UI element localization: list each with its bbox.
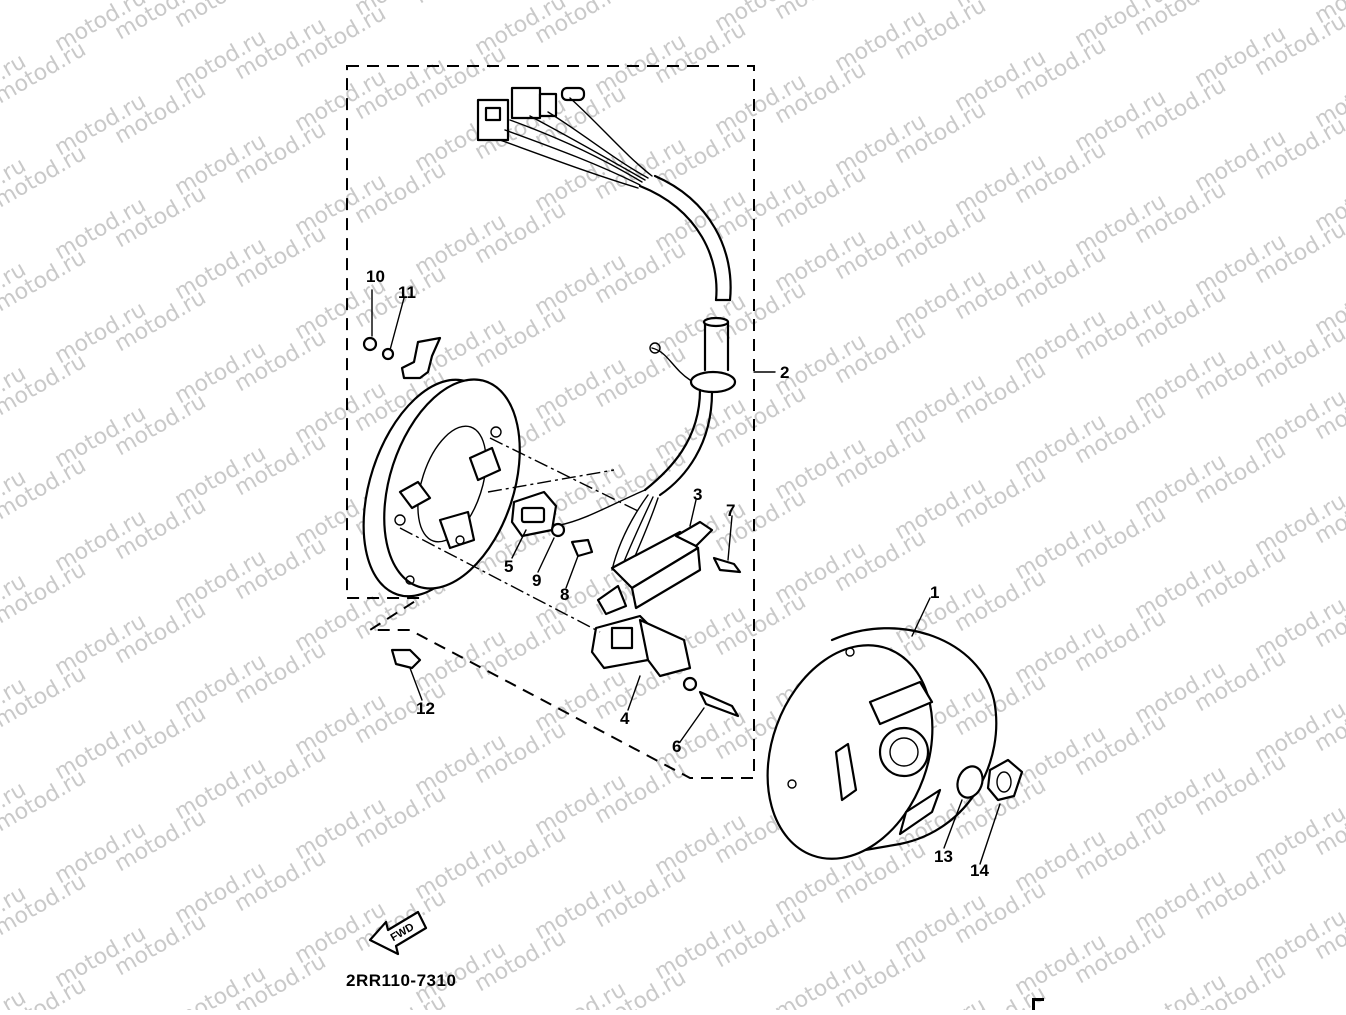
callout-8: 8: [560, 585, 569, 604]
watermark-text: motod.ru: [1011, 0, 1111, 1]
screw-part-8: [572, 540, 592, 556]
flywheel-rotor-part-1: [739, 622, 996, 882]
watermark-text: motod.ru: [771, 0, 871, 25]
clip-part-11: [364, 338, 440, 378]
callout-11: 11: [398, 283, 416, 302]
watermark-text: motod.ru: [351, 989, 451, 1010]
callout-10: 10: [366, 267, 385, 286]
screw-part-12: [392, 650, 420, 668]
callout-13: 13: [934, 847, 953, 866]
screw-part-10: [364, 338, 376, 350]
watermark-text: motod.ru: [891, 993, 991, 1010]
connector-block-small: [512, 88, 540, 118]
callout-7: 7: [726, 501, 735, 520]
callout-3: 3: [693, 485, 702, 504]
diagram-code: 2RR110-7310: [346, 971, 456, 990]
screw-part-7: [714, 558, 740, 572]
washer-part-9: [552, 524, 564, 536]
watermark-text: motod.ru: [0, 0, 90, 5]
callout-6: 6: [672, 737, 681, 756]
bullet-connector: [562, 88, 584, 100]
watermark-text: motod.ru: [0, 985, 30, 1010]
callout-12: 12: [416, 699, 435, 718]
callout-2: 2: [780, 363, 789, 382]
callout-14: 14: [970, 861, 989, 880]
callout-4: 4: [620, 709, 630, 728]
watermark-text: motod.ru: [411, 0, 511, 9]
screw-part-6: [700, 692, 738, 716]
callout-5: 5: [504, 557, 513, 576]
watermark-text: motod.ru: [531, 977, 631, 1010]
callout-9: 9: [532, 571, 541, 590]
grommet: [691, 372, 735, 392]
callout-1: 1: [930, 583, 939, 602]
